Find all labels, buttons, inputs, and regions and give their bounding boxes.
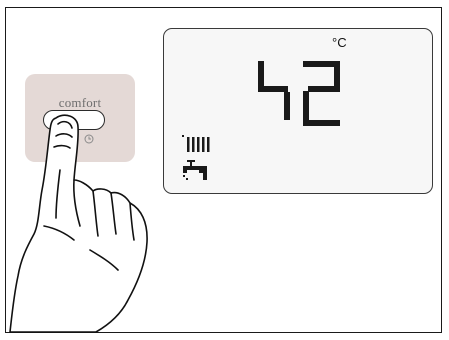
- radiator-icon: [182, 135, 212, 153]
- clock-icon: [84, 134, 94, 144]
- comfort-button[interactable]: [43, 110, 105, 130]
- comfort-label: comfort: [25, 95, 135, 111]
- digit-four: [258, 61, 290, 120]
- temperature-unit: °C: [332, 36, 347, 49]
- temperature-digits: [250, 55, 360, 130]
- digit-two: [303, 61, 340, 126]
- tap-icon: [181, 160, 209, 182]
